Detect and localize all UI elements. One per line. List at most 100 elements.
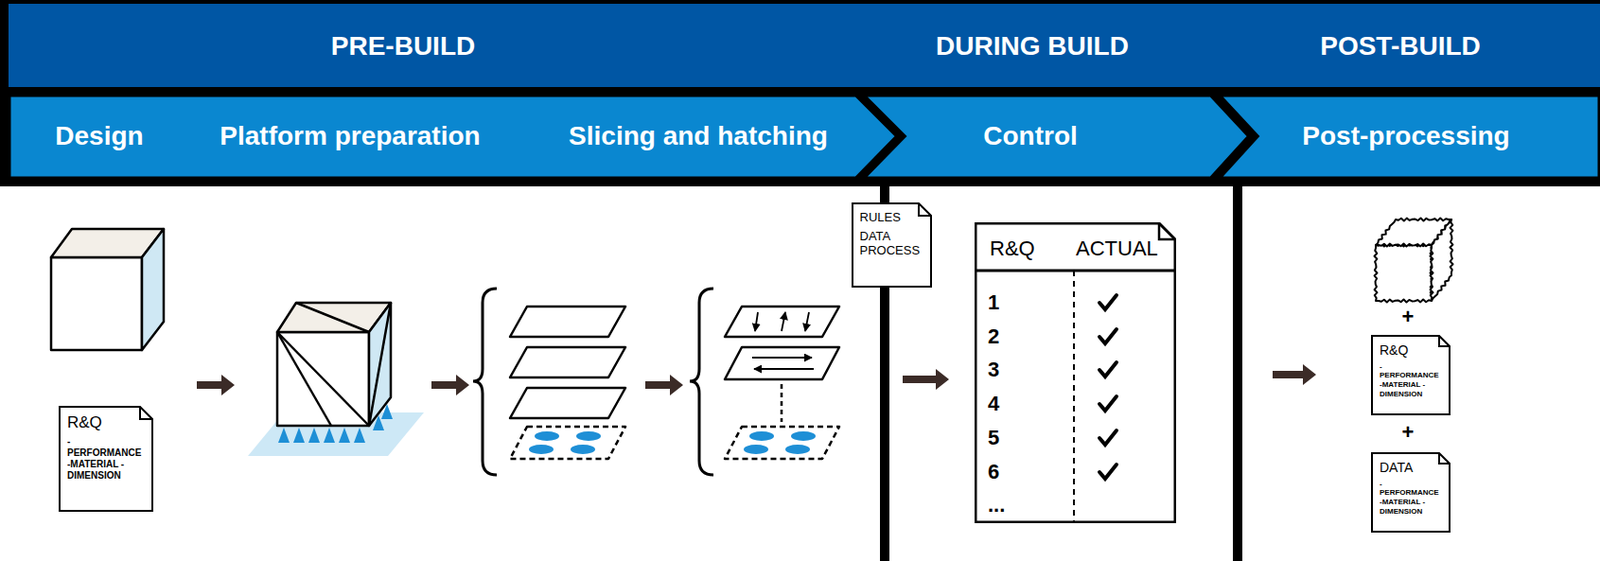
column-divider xyxy=(1072,270,1075,522)
row-number: 2 xyxy=(987,324,1000,350)
document-card: R&Q -PERFORMANCE -MATERIAL -DIMENSION xyxy=(1371,334,1451,416)
rough-face xyxy=(1430,219,1454,301)
scan-vectors xyxy=(752,312,814,370)
section xyxy=(570,444,596,455)
doc-list: DATA PROCESS xyxy=(860,228,921,259)
check-mark xyxy=(1099,464,1117,479)
cube-face xyxy=(277,332,370,426)
block-arrow xyxy=(645,374,684,396)
step-label: Design xyxy=(54,121,143,152)
row-number: 3 xyxy=(987,357,1000,383)
support xyxy=(278,427,290,443)
doc-list: -PERFORMANCE -MATERIAL -DIMENSION xyxy=(67,436,141,482)
phase-band: DURING BUILD xyxy=(801,3,1202,88)
layer xyxy=(509,306,626,337)
panel xyxy=(1242,186,1600,561)
check-mark xyxy=(1099,329,1117,344)
cube-face xyxy=(51,257,142,351)
phase-title: DURING BUILD xyxy=(935,31,1129,62)
block-arrow xyxy=(902,369,950,390)
section xyxy=(534,431,560,441)
step-label: Platform preparation xyxy=(219,121,480,152)
design-cube xyxy=(51,228,164,351)
layer xyxy=(724,347,840,380)
section xyxy=(785,444,810,455)
row-number: ... xyxy=(987,492,1005,518)
row-number: 5 xyxy=(987,425,1000,451)
header-rule xyxy=(975,269,1176,273)
row-number: 1 xyxy=(987,290,1000,316)
doc-heading: RULES xyxy=(860,210,921,226)
table-shape xyxy=(974,222,1177,524)
folded-corner xyxy=(1439,453,1450,464)
part-sections xyxy=(528,431,601,455)
document-card: R&Q-PERFORMANCE -MATERIAL -DIMENSION xyxy=(58,405,154,512)
document-outline xyxy=(852,203,932,287)
document-outline xyxy=(975,223,1176,523)
block-arrow xyxy=(431,374,470,396)
scan-vector xyxy=(781,312,786,332)
support xyxy=(353,427,366,443)
block-arrow xyxy=(196,374,235,396)
scan-vector xyxy=(805,312,809,332)
doc-list: -PERFORMANCE -MATERIAL -DIMENSION xyxy=(1379,479,1440,516)
row-number: 4 xyxy=(987,391,1000,417)
doc-heading: R&Q xyxy=(1379,342,1440,359)
plus-sign: + xyxy=(1402,420,1415,445)
document-card: RULES DATA PROCESS xyxy=(851,202,932,288)
chevron-outline xyxy=(8,94,898,179)
step-label: Post-processing xyxy=(1301,121,1510,152)
folded-corner xyxy=(918,203,932,216)
support xyxy=(338,427,351,443)
doc-heading: DATA xyxy=(1379,459,1440,476)
section xyxy=(528,444,554,455)
meshed-cube xyxy=(277,302,391,426)
check-mark xyxy=(1099,430,1117,445)
doc-list: -PERFORMANCE -MATERIAL -DIMENSION xyxy=(1379,362,1440,399)
hatch-layers xyxy=(724,306,840,459)
phase-title: POST-BUILD xyxy=(1319,31,1481,62)
chevron-outline xyxy=(1217,94,1600,179)
step-chevron: DesignPlatform preparationSlicing and ha… xyxy=(8,94,898,179)
section xyxy=(576,431,601,441)
folded-corner xyxy=(1159,223,1176,240)
mesh-edge xyxy=(277,332,370,426)
section xyxy=(743,444,769,455)
section xyxy=(749,431,774,441)
chevron-outline xyxy=(861,94,1250,179)
folded-corner xyxy=(1439,335,1450,347)
row-number: 6 xyxy=(987,459,1000,485)
check-mark xyxy=(1099,295,1117,310)
finished-part xyxy=(1374,218,1454,303)
plus-sign: + xyxy=(1402,304,1415,330)
rough-face xyxy=(1374,244,1434,303)
phase-band: PRE-BUILD xyxy=(8,3,802,88)
document-outline xyxy=(1371,453,1450,532)
document-outline xyxy=(1371,335,1450,415)
layer xyxy=(509,387,626,419)
slice-layers xyxy=(509,306,626,459)
document-card: DATA -PERFORMANCE -MATERIAL -DIMENSION xyxy=(1371,452,1451,533)
curly-bracket xyxy=(473,288,497,475)
brackets xyxy=(473,288,714,475)
phase-band: POST-BUILD xyxy=(1201,3,1600,88)
scan-vector xyxy=(752,356,812,359)
check-mark xyxy=(1099,396,1117,411)
phase-title: PRE-BUILD xyxy=(331,31,475,62)
scan-vector xyxy=(754,368,814,370)
mesh-edge xyxy=(369,302,391,426)
panel xyxy=(0,186,880,561)
layer-dashed xyxy=(509,426,626,459)
section xyxy=(791,431,816,441)
support xyxy=(293,427,305,443)
table-header: R&Q xyxy=(989,236,1036,262)
panel xyxy=(889,186,1233,561)
hatch-sections xyxy=(743,431,816,455)
mesh-edge xyxy=(277,332,332,426)
check-mark xyxy=(1099,362,1117,377)
layer xyxy=(724,306,840,337)
cube-face xyxy=(369,302,391,426)
block-arrow xyxy=(1272,364,1317,386)
support xyxy=(308,427,320,443)
